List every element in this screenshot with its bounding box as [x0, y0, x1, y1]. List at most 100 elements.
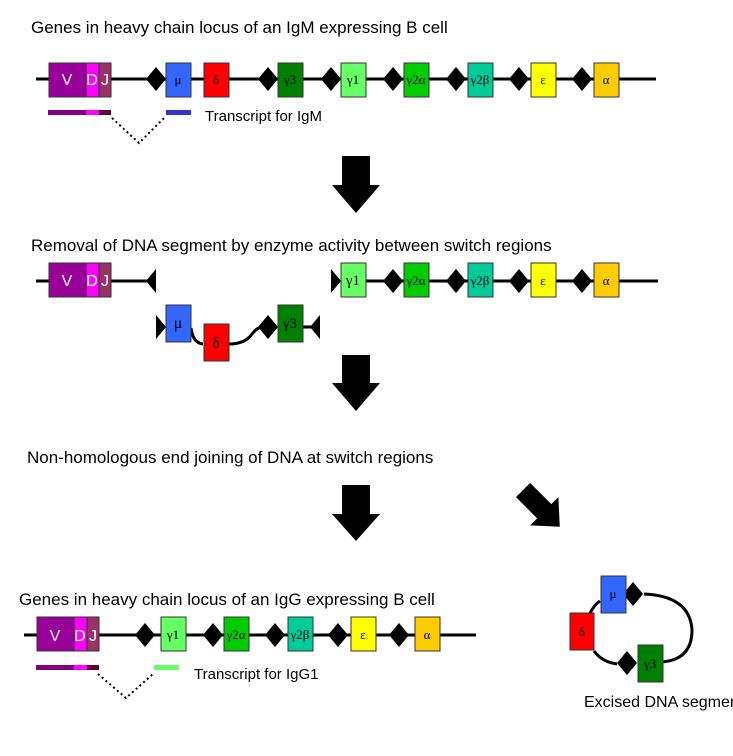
- cut-switch-icon: [331, 269, 341, 293]
- switch-region-icon: [203, 623, 223, 647]
- v-label: V: [50, 628, 61, 645]
- gene-gamma1: [340, 262, 367, 298]
- gene-gamma2b-label: γ2β: [470, 273, 490, 288]
- gene-gamma3: [637, 644, 664, 683]
- switch-region-icon: [572, 67, 592, 91]
- transcript-gamma1: [154, 665, 179, 670]
- caption-removal: Removal of DNA segment by enzyme activit…: [31, 236, 552, 255]
- gene-alpha-label: α: [603, 72, 610, 87]
- d-label: D: [74, 628, 86, 645]
- gene-epsilon-label: ε: [360, 627, 366, 642]
- d-label: D: [86, 273, 98, 290]
- gene-gamma1: [340, 62, 367, 98]
- caption-transcript-igm: Transcript for IgM: [205, 108, 322, 125]
- caption-igg-locus: Genes in heavy chain locus of an IgG exp…: [19, 590, 435, 609]
- gene-alpha: [593, 62, 620, 98]
- switch-region-icon: [328, 623, 348, 647]
- gene-gamma3-label: γ3: [643, 656, 656, 671]
- switch-region-icon: [509, 67, 529, 91]
- j-label: J: [101, 273, 109, 290]
- gene-mu-label: μ: [175, 72, 182, 87]
- transcript-d: [74, 665, 87, 670]
- gene-mu: [600, 575, 627, 614]
- v-label: V: [62, 273, 73, 290]
- gene-gamma2a: [403, 262, 430, 298]
- gene-gamma3: [277, 62, 304, 98]
- gene-gamma2b: [467, 62, 494, 98]
- gene-alpha-label: α: [424, 627, 431, 642]
- dna-strand: [643, 592, 694, 664]
- gene-gamma2b: [467, 262, 494, 298]
- gene-delta-label: δ: [213, 72, 219, 87]
- gene-gamma2a: [403, 62, 430, 98]
- gene-gamma2a-label: γ2α: [405, 273, 425, 288]
- gene-delta: [203, 323, 230, 362]
- gene-delta-label: δ: [579, 624, 585, 639]
- gene-epsilon: [530, 62, 557, 98]
- gene-gamma2b: [287, 616, 314, 652]
- j-label: J: [101, 72, 109, 89]
- caption-nhej: Non-homologous end joining of DNA at swi…: [27, 448, 434, 467]
- transcript-v: [36, 665, 74, 670]
- gene-gamma3: [277, 304, 304, 343]
- excising-segment: μ δ γ3: [156, 304, 320, 362]
- j-segment: [86, 616, 100, 652]
- gene-gamma1: [160, 616, 187, 652]
- switch-region-icon: [446, 67, 466, 91]
- gene-alpha-label: α: [603, 273, 610, 288]
- switch-region-icon: [383, 269, 403, 293]
- gene-epsilon: [530, 262, 557, 298]
- gene-mu: [165, 304, 192, 343]
- caption-excised: Excised DNA segment: [584, 694, 733, 711]
- j-segment: [98, 62, 112, 98]
- splice-junction: [97, 673, 154, 700]
- switch-region-icon: [135, 623, 155, 647]
- switch-region-icon: [258, 315, 278, 339]
- switch-region-icon: [509, 269, 529, 293]
- cut-switch-icon: [310, 315, 320, 339]
- gene-alpha: [414, 616, 441, 652]
- gene-epsilon-label: ε: [540, 72, 546, 87]
- gene-gamma3-label: γ3: [283, 72, 296, 87]
- v-segment: [36, 616, 75, 652]
- gene-mu: [165, 62, 192, 98]
- gene-gamma3-label: γ3: [282, 316, 297, 332]
- down-arrow-icon: [332, 156, 380, 213]
- gene-delta-label: δ: [212, 335, 220, 352]
- caption-transcript-igg1: Transcript for IgG1: [194, 666, 319, 683]
- switch-region-icon: [446, 269, 466, 293]
- transcript-j: [87, 665, 99, 670]
- gene-gamma1-label: γ1: [346, 72, 359, 87]
- j-label: J: [89, 628, 97, 645]
- switch-region-icon: [146, 67, 166, 91]
- splice-junction: [111, 117, 165, 145]
- dna-strand: [592, 650, 618, 666]
- switch-region-icon: [572, 269, 592, 293]
- igg-locus: V D J γ1 γ2α γ2β ε α: [24, 616, 476, 700]
- gene-mu-label: μ: [174, 315, 183, 332]
- gene-gamma2a-label: γ2α: [225, 627, 245, 642]
- switch-region-icon: [258, 67, 278, 91]
- igm-locus: V D J μ δ γ3 γ1 γ2α γ2β ε α: [36, 62, 656, 145]
- gene-gamma2b-label: γ2β: [470, 72, 490, 87]
- caption-igm-locus: Genes in heavy chain locus of an IgM exp…: [31, 18, 448, 37]
- v-segment: [48, 262, 87, 298]
- gene-mu-label: μ: [610, 586, 617, 601]
- gene-gamma1-label: γ1: [345, 273, 360, 289]
- switch-region-icon: [321, 67, 341, 91]
- gene-gamma1-label: γ1: [166, 627, 179, 642]
- gene-epsilon-label: ε: [540, 273, 546, 288]
- gene-gamma2b-label: γ2β: [290, 627, 310, 642]
- j-segment: [98, 262, 112, 298]
- removal-locus: V D J γ1 γ2α γ2β ε α μ δ γ3: [36, 262, 658, 362]
- transcript-j: [99, 110, 111, 115]
- gene-gamma2a: [223, 616, 250, 652]
- cut-switch-icon: [156, 315, 166, 339]
- transcript-v: [48, 110, 86, 115]
- down-arrow-icon: [332, 485, 380, 541]
- diagonal-arrow-icon: [515, 482, 560, 527]
- switch-region-icon: [617, 651, 637, 675]
- v-segment: [48, 62, 87, 98]
- d-label: D: [86, 72, 98, 89]
